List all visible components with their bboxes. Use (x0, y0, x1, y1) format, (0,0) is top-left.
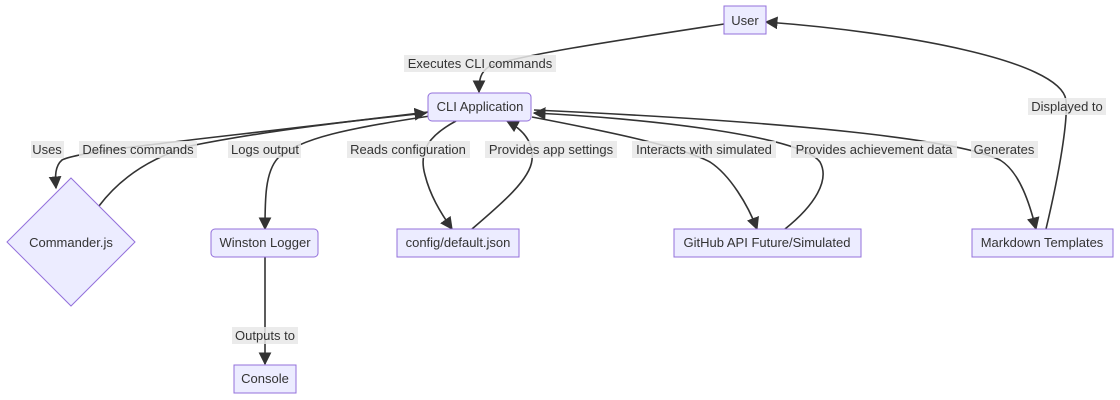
edge-cli-to-markdown (533, 109, 1040, 231)
edge-label-interacts: Interacts with simulated (632, 141, 776, 158)
edge-label-text: Defines commands (82, 142, 194, 157)
node-user: User (723, 5, 767, 35)
edge-label-text: Interacts with simulated (636, 142, 772, 157)
edge-label-text: Displayed to (1031, 99, 1103, 114)
edge-label-generates: Generates (971, 141, 1038, 158)
edge-label-provides-settings: Provides app settings (485, 141, 617, 158)
edge-label-logs: Logs output (228, 141, 301, 158)
node-commander-js: Commander.js (6, 177, 136, 307)
edge-label-text: Executes CLI commands (408, 56, 553, 71)
edge-label-text: Logs output (231, 142, 299, 157)
edge-label-text: Provides achievement data (796, 142, 954, 157)
node-label: User (731, 13, 759, 28)
edge-label-outputs: Outputs to (232, 327, 298, 344)
edge-label-text: Uses (32, 142, 62, 157)
edge-github-to-cli (532, 107, 824, 230)
edge-label-text: Reads configuration (350, 142, 466, 157)
node-winston-logger: Winston Logger (210, 228, 319, 258)
node-label: Markdown Templates (981, 235, 1104, 250)
node-label: CLI Application (437, 99, 524, 114)
node-label: Winston Logger (219, 235, 311, 250)
node-config-default-json: config/default.json (396, 228, 520, 258)
edge-label-provides-data: Provides achievement data (791, 141, 957, 158)
node-label: Commander.js (29, 235, 113, 250)
node-console: Console (233, 364, 297, 394)
edge-label-defines: Defines commands (79, 141, 197, 158)
edge-label-reads: Reads configuration (347, 141, 470, 158)
node-label: config/default.json (406, 235, 511, 250)
node-markdown-templates: Markdown Templates (971, 228, 1114, 258)
edge-label-text: Generates (974, 142, 1035, 157)
edge-cli-to-github (531, 116, 759, 231)
edge-label-text: Provides app settings (489, 142, 614, 157)
node-github-api: GitHub API Future/Simulated (673, 228, 862, 258)
edge-cli-to-winston (258, 115, 431, 231)
edge-label-executes: Executes CLI commands (404, 55, 556, 72)
edge-label-uses: Uses (31, 141, 64, 158)
edge-label-text: Outputs to (235, 328, 295, 343)
edge-commander-to-cli (98, 107, 428, 207)
edge-cli-to-config (422, 120, 457, 231)
edge-config-to-cli (471, 120, 533, 230)
node-label: Console (241, 371, 289, 386)
node-label: GitHub API Future/Simulated (684, 235, 851, 250)
edge-markdown-to-user (764, 16, 1068, 230)
node-cli-application: CLI Application (427, 92, 532, 122)
edge-label-displayed: Displayed to (1028, 98, 1106, 115)
